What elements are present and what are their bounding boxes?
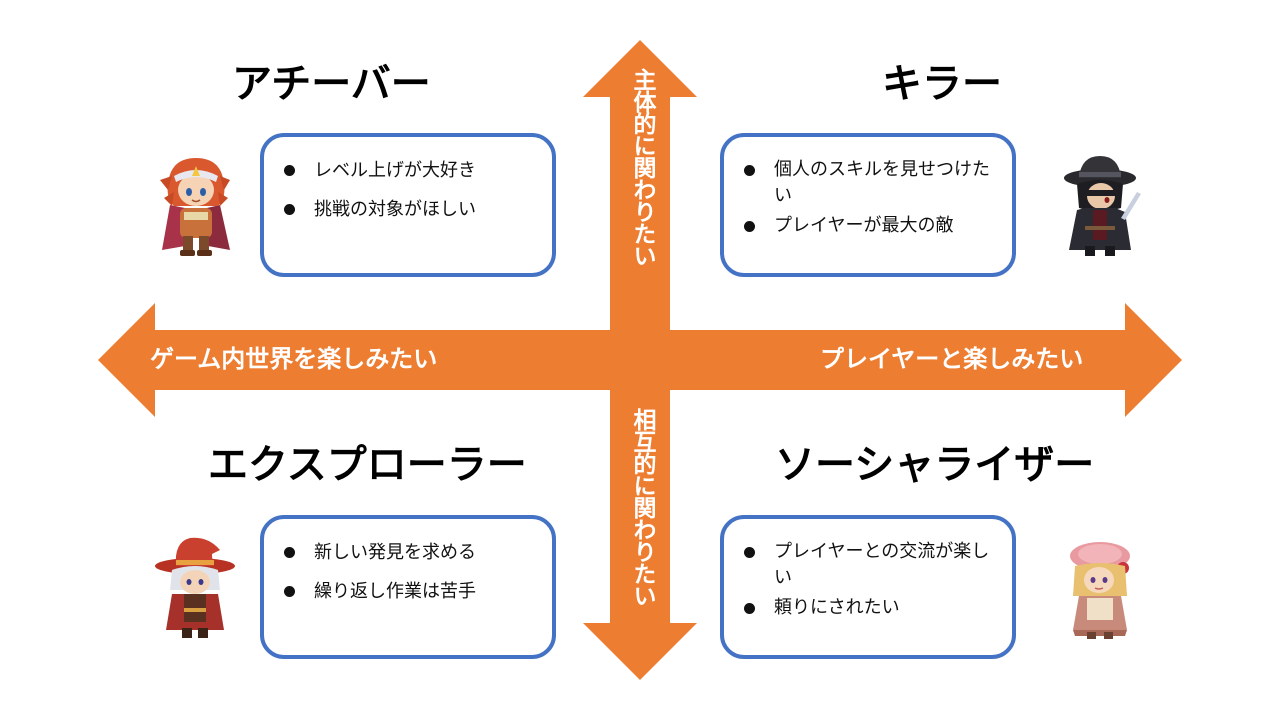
achiever-title: アチーバー — [232, 61, 431, 107]
bullet-icon — [744, 165, 755, 176]
list-item: 個人のスキルを見せつけたい — [740, 157, 996, 209]
killer-traits-box: 個人のスキルを見せつけたい プレイヤーが最大の敵 — [720, 133, 1016, 277]
trait-text: 頼りにされたい — [774, 597, 900, 618]
trait-text: 繰り返し作業は苦手 — [314, 581, 476, 602]
axis-label-bottom: 相互的に関わりたい — [629, 408, 655, 606]
list-item: 新しい発見を求める — [280, 543, 536, 562]
archer-hero-character-icon — [160, 158, 230, 256]
achiever-traits-list: レベル上げが大好き 挑戦の対象がほしい — [280, 161, 536, 219]
bullet-icon — [284, 165, 295, 176]
axis-label-right: プレイヤーと楽しみたい — [820, 345, 1084, 373]
list-item: 挑戦の対象がほしい — [280, 200, 536, 219]
bullet-icon — [284, 204, 295, 215]
list-item: 繰り返し作業は苦手 — [280, 582, 536, 601]
trait-text: プレイヤーとの交流が楽しい — [774, 541, 990, 588]
bullet-icon — [284, 586, 295, 597]
socializer-traits-list: プレイヤーとの交流が楽しい 頼りにされたい — [740, 539, 996, 621]
achiever-traits-box: レベル上げが大好き 挑戦の対象がほしい — [260, 133, 556, 277]
bullet-icon — [744, 221, 755, 232]
socializer-title: ソーシャライザー — [775, 442, 1095, 488]
trait-text: 個人のスキルを見せつけたい — [774, 159, 990, 206]
bullet-icon — [284, 547, 295, 558]
trait-text: 新しい発見を求める — [314, 542, 476, 563]
list-item: レベル上げが大好き — [280, 161, 536, 180]
explorer-traits-list: 新しい発見を求める 繰り返し作業は苦手 — [280, 543, 536, 601]
vertical-double-arrow — [583, 40, 697, 680]
trait-text: レベル上げが大好き — [314, 160, 476, 181]
list-item: プレイヤーとの交流が楽しい — [740, 539, 996, 591]
explorer-title: エクスプローラー — [208, 442, 527, 488]
killer-traits-list: 個人のスキルを見せつけたい プレイヤーが最大の敵 — [740, 157, 996, 239]
axis-label-top: 主体的に関わりたい — [629, 68, 655, 266]
trait-text: 挑戦の対象がほしい — [314, 199, 476, 220]
bullet-icon — [744, 603, 755, 614]
list-item: 頼りにされたい — [740, 595, 996, 621]
pink-hat-girl-character-icon — [1070, 542, 1130, 639]
explorer-traits-box: 新しい発見を求める 繰り返し作業は苦手 — [260, 515, 556, 659]
red-mage-character-icon — [155, 537, 235, 638]
bullet-icon — [744, 547, 755, 558]
dark-assassin-character-icon — [1064, 156, 1141, 256]
list-item: プレイヤーが最大の敵 — [740, 213, 996, 239]
socializer-traits-box: プレイヤーとの交流が楽しい 頼りにされたい — [720, 515, 1016, 659]
axis-label-left: ゲーム内世界を楽しみたい — [150, 345, 438, 373]
killer-title: キラー — [882, 61, 1002, 107]
trait-text: プレイヤーが最大の敵 — [774, 215, 954, 236]
